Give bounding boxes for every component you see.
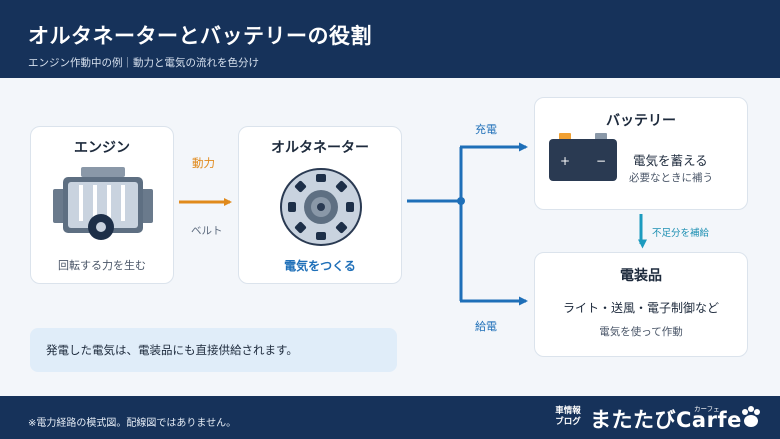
brand-logo[interactable]: 車情報 ブログ またたびCarfe カーフェ — [552, 403, 762, 433]
alternator-card: オルタネーター 電気をつくる — [238, 126, 402, 284]
engine-title: エンジン — [74, 140, 130, 156]
belt-label: ベルト — [191, 225, 223, 237]
battery-description: 電気を蓄える — [633, 153, 708, 168]
junction-dot — [457, 197, 465, 205]
battery-minus: − — [596, 154, 606, 168]
battery-title: バッテリー — [606, 113, 676, 129]
battery-card: バッテリー + − 電気を蓄える 必要なときに補う — [534, 97, 748, 210]
electrical-subtext: 電気を使って作動 — [599, 326, 683, 338]
charge-label: 充電 — [475, 123, 497, 136]
footnote: ※電力経路の模式図。配線図ではありません。 — [28, 418, 237, 429]
logo-small-text: 車情報 ブログ — [555, 406, 581, 427]
alternator-icon — [280, 168, 362, 246]
alternator-caption: 電気をつくる — [284, 259, 356, 273]
note-text: 発電した電気は、電装品にも直接供給されます。 — [46, 343, 298, 357]
note-box: 発電した電気は、電装品にも直接供給されます。 — [30, 328, 397, 372]
power-label: 動力 — [192, 156, 215, 170]
paw-icon — [742, 406, 760, 427]
header-bar: オルタネーターとバッテリーの役割 エンジン作動中の例｜動力と電気の流れを色分け — [0, 0, 780, 78]
engine-icon — [53, 167, 153, 240]
electrical-description: ライト・送風・電子制御など — [562, 301, 719, 315]
logo-main-text: またたびCarfe — [590, 408, 742, 432]
engine-caption: 回転する力を生む — [58, 259, 146, 272]
battery-subtext: 必要なときに補う — [629, 172, 713, 184]
page-title: オルタネーターとバッテリーの役割 — [28, 24, 372, 48]
footer-bar: ※電力経路の模式図。配線図ではありません。 車情報 ブログ またたびCarfe … — [0, 396, 780, 439]
battery-plus: + — [560, 154, 570, 168]
electrical-title: 電装品 — [620, 268, 662, 284]
alternator-title: オルタネーター — [271, 140, 369, 156]
logo-ruby-text: カーフェ — [694, 405, 720, 413]
battery-icon: + − — [549, 133, 617, 181]
supply-label: 給電 — [475, 320, 497, 333]
engine-card: エンジン 回転する力を生む — [30, 126, 174, 284]
shortage-label: 不足分を補給 — [652, 228, 710, 239]
page-subtitle: エンジン作動中の例｜動力と電気の流れを色分け — [28, 57, 259, 69]
electrical-card: 電装品 ライト・送風・電子制御など 電気を使って作動 — [534, 252, 748, 357]
